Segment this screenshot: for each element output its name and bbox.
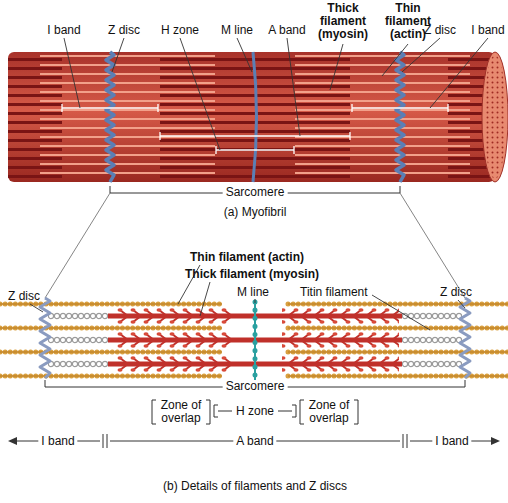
myofibril-end xyxy=(482,52,508,182)
zone-label: H zone xyxy=(236,405,274,418)
band-label: A band xyxy=(233,435,276,448)
zone-label: Zone of overlap xyxy=(157,399,205,425)
part-label: M line xyxy=(221,24,253,37)
thick-filaments xyxy=(8,54,62,180)
z-disc xyxy=(460,298,470,378)
panel-caption: (b) Details of filaments and Z discs xyxy=(163,480,347,493)
zone-label: Zone of overlap xyxy=(305,399,353,425)
part-label: Z disc xyxy=(108,24,140,37)
band-label: I band xyxy=(38,435,77,448)
myosin-heads xyxy=(282,304,399,376)
leader-line xyxy=(30,265,465,330)
filament-label: Thick filament (myosin) xyxy=(185,268,319,281)
panel-caption: (a) Myofibril xyxy=(224,206,287,219)
arrowhead xyxy=(491,437,500,445)
zoom-line xyxy=(45,193,465,298)
arrowhead xyxy=(8,437,17,445)
m-line-bead xyxy=(253,302,258,378)
sarcomere-label: Sarcomere xyxy=(223,380,288,393)
m-line xyxy=(253,52,257,182)
band-label: H zone xyxy=(161,24,199,37)
part-label: Titin filament xyxy=(300,286,368,299)
part-label: Z disc xyxy=(424,24,456,37)
sarcomere-label: Sarcomere xyxy=(223,186,288,199)
myosin-heads xyxy=(114,304,231,376)
band-label: A band xyxy=(268,24,305,37)
filament-label: Thick filament (myosin) xyxy=(313,2,373,41)
titin-filament xyxy=(48,304,108,376)
titin-filament xyxy=(402,304,462,376)
part-label: M line xyxy=(237,286,269,299)
band-extent-line xyxy=(14,434,494,448)
zone-bracket xyxy=(214,405,296,417)
zone-bracket xyxy=(300,400,358,424)
leader-line xyxy=(64,38,488,150)
band-bracket xyxy=(352,104,448,112)
myofibril-end-dots xyxy=(484,55,506,179)
part-label: Z disc xyxy=(8,290,40,303)
band-label: I band xyxy=(432,435,471,448)
band-label: I band xyxy=(471,24,504,37)
z-disc xyxy=(106,52,114,182)
band-label: I band xyxy=(47,24,80,37)
zone-bracket xyxy=(152,400,210,424)
m-line xyxy=(254,300,256,380)
band-bracket xyxy=(62,104,158,112)
part-label: Z disc xyxy=(440,286,472,299)
z-disc xyxy=(40,298,50,378)
band-bracket xyxy=(216,146,294,154)
filament-label: Thin filament (actin) xyxy=(190,251,304,264)
band-bracket xyxy=(160,132,350,140)
